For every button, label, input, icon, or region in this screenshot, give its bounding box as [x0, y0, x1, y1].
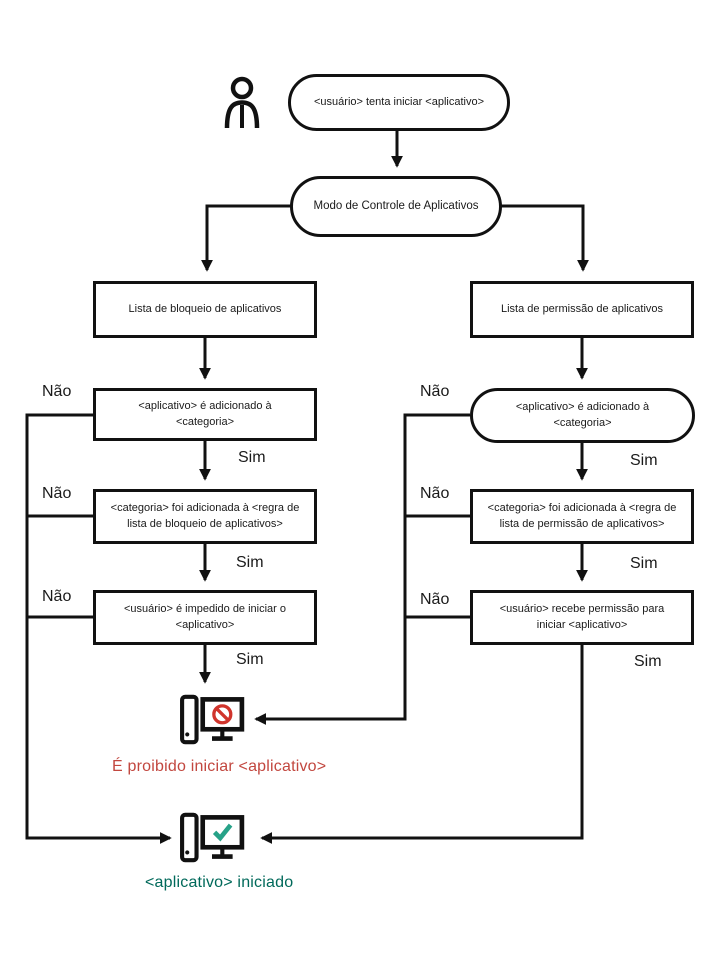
label-allow-q3-nao: Não [420, 591, 450, 608]
node-start-label: <usuário> tenta iniciar <aplicativo> [314, 95, 484, 108]
connector-deny-nao-rail-to-started [25, 413, 172, 844]
node-allow-q1-label: <aplicativo> é adicionado à <categoria> [515, 400, 650, 429]
label-allow-q2-sim: Sim [630, 555, 658, 572]
computer-blocked-icon [180, 694, 245, 745]
node-deny-q2: <categoria> foi adicionada à <regra de l… [93, 489, 317, 544]
label-deny-q1-nao: Não [42, 383, 72, 400]
node-deny-q3: <usuário> é impedido de iniciar o <aplic… [93, 590, 317, 645]
result-forbidden-text: É proibido iniciar <aplicativo> [112, 758, 327, 775]
computer-started-icon [180, 812, 245, 863]
user-icon [224, 76, 260, 129]
node-allow-q1: <aplicativo> é adicionado à <categoria> [470, 388, 695, 443]
node-allow-q2: <categoria> foi adicionada à <regra de l… [470, 489, 694, 544]
node-deny-q3-label: <usuário> é impedido de iniciar o <aplic… [123, 602, 287, 631]
connector-allow-q3-sim-started [260, 645, 584, 844]
node-allow-q3: <usuário> recebe permissão para iniciar … [470, 590, 694, 645]
label-deny-q2-sim: Sim [236, 554, 264, 571]
label-deny-q1-sim: Sim [238, 449, 266, 466]
label-allow-q1-nao: Não [420, 383, 450, 400]
connector-allow-nao-rail-to-forbidden [254, 413, 470, 725]
label-deny-q2-nao: Não [42, 485, 72, 502]
node-deny-q1-label: <aplicativo> é adicionado à <categoria> [138, 399, 272, 428]
connector-mode-to-allowlist [501, 204, 589, 272]
node-deny-q1: <aplicativo> é adicionado à <categoria> [93, 388, 317, 441]
node-mode-label: Modo de Controle de Aplicativos [313, 200, 479, 213]
label-deny-q3-sim: Sim [236, 651, 264, 668]
node-denylist-label: Lista de bloqueio de aplicativos [128, 302, 282, 315]
label-allow-q3-sim: Sim [634, 653, 662, 670]
node-allow-q3-label: <usuário> recebe permissão para iniciar … [499, 602, 665, 631]
node-denylist: Lista de bloqueio de aplicativos [93, 281, 317, 338]
node-allowlist-label: Lista de permissão de aplicativos [500, 302, 664, 315]
node-deny-q2-label: <categoria> foi adicionada à <regra de l… [110, 501, 300, 530]
result-started-text: <aplicativo> iniciado [145, 874, 294, 891]
node-application-control-mode: Modo de Controle de Aplicativos [290, 176, 502, 237]
label-deny-q3-nao: Não [42, 588, 72, 605]
label-allow-q2-nao: Não [420, 485, 450, 502]
node-allow-q2-label: <categoria> foi adicionada à <regra de l… [487, 501, 677, 530]
node-allowlist: Lista de permissão de aplicativos [470, 281, 694, 338]
node-start: <usuário> tenta iniciar <aplicativo> [288, 74, 510, 131]
label-allow-q1-sim: Sim [630, 452, 658, 469]
connector-mode-to-denylist [201, 204, 292, 272]
